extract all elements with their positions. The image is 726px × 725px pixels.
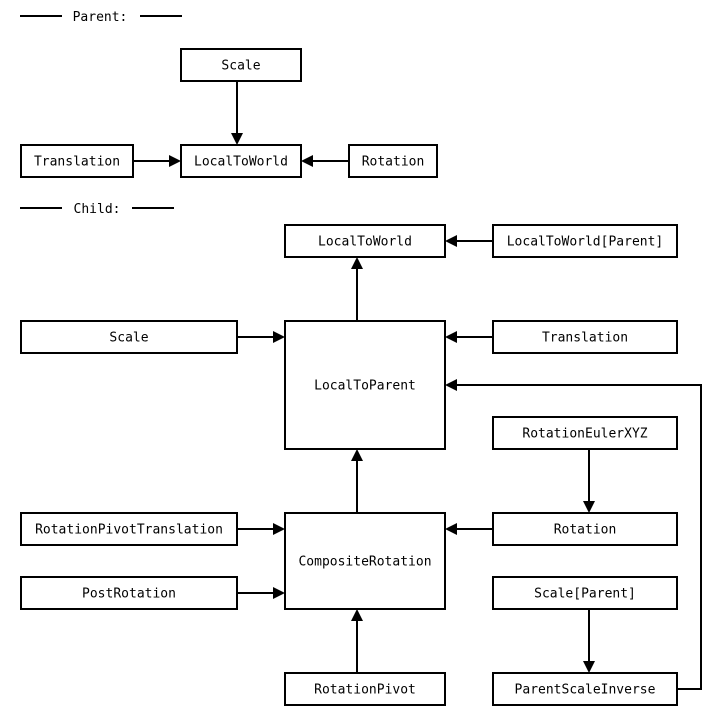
child-local-to-world-parent-label: LocalToWorld[Parent] — [507, 235, 664, 250]
arrow-parent-scale-inverse-to-local-to-parent — [445, 379, 702, 690]
child-rotation-pivot-node: RotationPivot — [284, 672, 446, 706]
child-post-rotation-node: PostRotation — [20, 576, 238, 610]
child-rotation-label: Rotation — [554, 523, 617, 538]
child-rotation-node: Rotation — [492, 512, 678, 546]
child-rotation-pivot-translation-label: RotationPivotTranslation — [35, 523, 223, 538]
child-local-to-parent-label: LocalToParent — [314, 379, 416, 394]
child-post-rotation-label: PostRotation — [82, 587, 176, 602]
child-local-to-world-node: LocalToWorld — [284, 224, 446, 258]
child-local-to-world-label: LocalToWorld — [318, 235, 412, 250]
child-composite-rotation-label: CompositeRotation — [298, 555, 431, 570]
child-scale-parent-label: Scale[Parent] — [534, 587, 636, 602]
child-scale-parent-node: Scale[Parent] — [492, 576, 678, 610]
parent-local-to-world-node: LocalToWorld — [180, 144, 302, 178]
child-parent-scale-inverse-node: ParentScaleInverse — [492, 672, 678, 706]
parent-translation-label: Translation — [34, 155, 120, 170]
parent-rotation-label: Rotation — [362, 155, 425, 170]
parent-rotation-node: Rotation — [348, 144, 438, 178]
child-rotation-euler-xyz-node: RotationEulerXYZ — [492, 416, 678, 450]
parent-scale-label: Scale — [221, 59, 260, 74]
parent-section-header: Parent: — [20, 10, 182, 25]
child-rotation-pivot-translation-node: RotationPivotTranslation — [20, 512, 238, 546]
child-scale-node: Scale — [20, 320, 238, 354]
child-scale-label: Scale — [109, 331, 148, 346]
child-rotation-pivot-label: RotationPivot — [314, 683, 416, 698]
child-translation-label: Translation — [542, 331, 628, 346]
child-rotation-euler-xyz-label: RotationEulerXYZ — [522, 427, 647, 442]
child-translation-node: Translation — [492, 320, 678, 354]
child-section-header: Child: — [20, 202, 174, 217]
child-parent-scale-inverse-label: ParentScaleInverse — [515, 683, 656, 698]
parent-section-label: Parent: — [73, 10, 128, 25]
child-section-label: Child: — [74, 202, 121, 217]
child-composite-rotation-node: CompositeRotation — [284, 512, 446, 610]
edges — [133, 81, 702, 690]
parent-scale-node: Scale — [180, 48, 302, 82]
child-local-to-parent-node: LocalToParent — [284, 320, 446, 450]
parent-translation-node: Translation — [20, 144, 134, 178]
child-local-to-world-parent-node: LocalToWorld[Parent] — [492, 224, 678, 258]
parent-local-to-world-label: LocalToWorld — [194, 155, 288, 170]
